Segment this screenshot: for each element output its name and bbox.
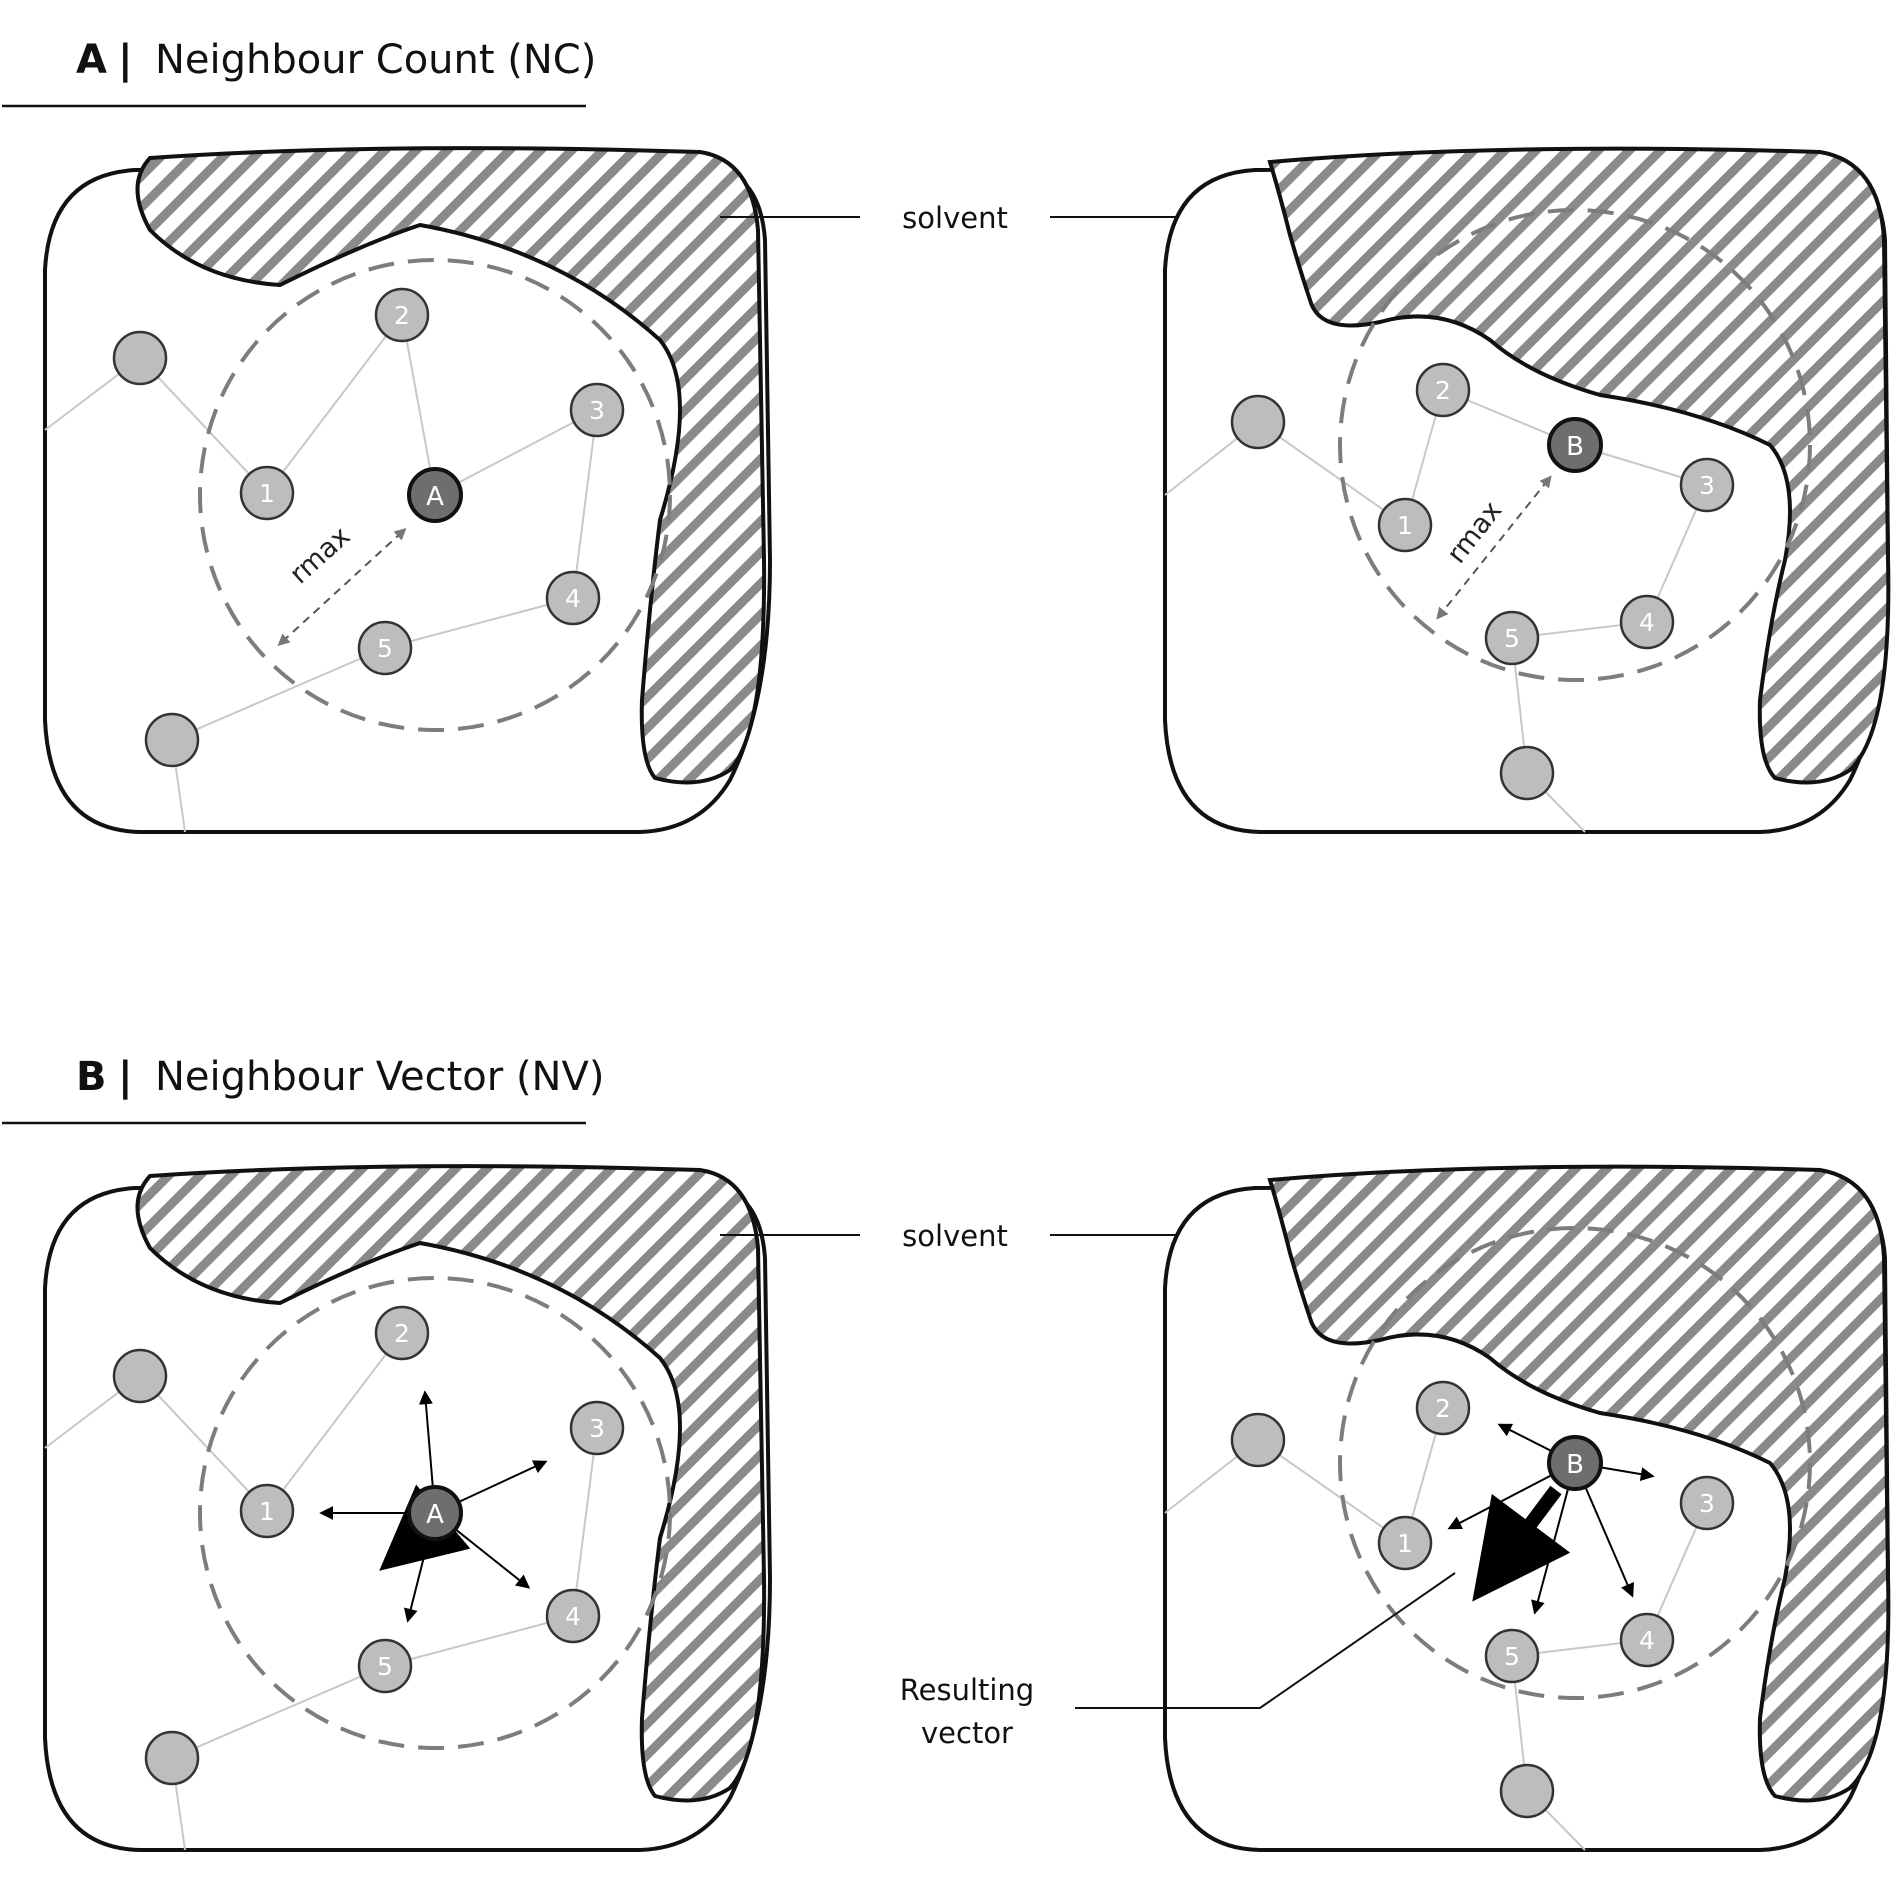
neighbour-atom-3: 3	[569, 382, 625, 438]
neighbour-atom-3: 3	[1679, 1475, 1735, 1531]
neighbour-atom-5: 5	[357, 620, 413, 676]
rmax-sphere	[1338, 1226, 1812, 1700]
svg-text:3: 3	[589, 1414, 605, 1443]
neighbour-atom-4: 4	[545, 1588, 601, 1644]
panel-b-header: B | Neighbour Vector (NV)	[2, 1054, 604, 1125]
svg-text:3: 3	[1699, 1489, 1715, 1518]
center-atom-b: B	[1547, 1435, 1603, 1491]
panel-b-solvent-callout: solvent	[720, 1219, 1380, 1253]
panel-a-left-protein: rmax 1 2 3 4 5 A	[43, 146, 773, 834]
svg-text:B: B	[1566, 1450, 1584, 1480]
panel-b-title: Neighbour Vector (NV)	[155, 1054, 604, 1100]
svg-text:5: 5	[1504, 1642, 1520, 1671]
center-atom-a: A	[407, 1485, 463, 1541]
panel-a-title: Neighbour Count (NC)	[155, 37, 596, 83]
neighbour-atom-4: 4	[1619, 594, 1675, 650]
neighbour-atom-4: 4	[1619, 1612, 1675, 1668]
neighbour-atom-2: 2	[1415, 1380, 1471, 1436]
neighbour-atom-2: 2	[374, 1305, 430, 1361]
outer-atom	[1499, 745, 1555, 801]
panel-b-separator: |	[118, 1054, 133, 1101]
solvent-region	[135, 146, 767, 785]
outer-atom	[1230, 1412, 1286, 1468]
resulting-vector	[379, 1484, 471, 1571]
svg-text:A: A	[426, 1500, 444, 1530]
neighbour-atom-1: 1	[239, 465, 295, 521]
solvent-label: solvent	[902, 201, 1008, 235]
resulting-vector-label-line1: Resulting	[900, 1673, 1034, 1707]
neighbour-atom-4: 4	[545, 570, 601, 626]
neighbour-atom-5: 5	[357, 1638, 413, 1694]
neighbour-atom-3: 3	[569, 1400, 625, 1456]
resulting-vector-label-line2: vector	[921, 1716, 1013, 1750]
panel-a-right-protein: rmax 1 2 3 4 5 B	[1163, 146, 1891, 834]
svg-text:1: 1	[259, 1497, 275, 1526]
solvent-label: solvent	[902, 1219, 1008, 1253]
neighbour-atom-5: 5	[1484, 1628, 1540, 1684]
rmax-arrow	[1436, 475, 1552, 620]
rmax-sphere	[1338, 208, 1812, 682]
svg-text:5: 5	[1504, 624, 1520, 653]
outer-atom	[144, 712, 200, 768]
solvent-region	[1267, 1164, 1891, 1803]
panel-b-letter: B	[76, 1054, 107, 1100]
svg-text:3: 3	[1699, 471, 1715, 500]
svg-text:3: 3	[589, 396, 605, 425]
rmax-sphere	[198, 1276, 672, 1750]
neighbour-atom-5: 5	[1484, 610, 1540, 666]
panel-b-left-protein: 1 2 3 4 5 A	[43, 1164, 773, 1852]
outer-atom	[144, 1730, 200, 1786]
center-atom-b: B	[1547, 417, 1603, 473]
svg-text:5: 5	[377, 1652, 393, 1681]
panel-a-letter: A	[76, 37, 107, 83]
center-atom-a: A	[407, 467, 463, 523]
outer-atom	[112, 1348, 168, 1404]
outer-atom	[1230, 394, 1286, 450]
panel-a-header: A | Neighbour Count (NC)	[2, 37, 596, 108]
svg-text:2: 2	[1435, 1394, 1451, 1423]
svg-text:2: 2	[394, 1319, 410, 1348]
svg-text:4: 4	[565, 584, 581, 613]
neighbour-atom-1: 1	[1377, 497, 1433, 553]
svg-text:4: 4	[1639, 608, 1655, 637]
solvent-region	[135, 1164, 767, 1803]
neighbour-atom-3: 3	[1679, 457, 1735, 513]
svg-text:1: 1	[1397, 511, 1413, 540]
svg-text:A: A	[426, 482, 444, 512]
neighbour-atom-2: 2	[1415, 362, 1471, 418]
resulting-vector	[1472, 1485, 1571, 1602]
rmax-sphere	[198, 258, 672, 732]
svg-text:1: 1	[1397, 1529, 1413, 1558]
outer-atom	[112, 330, 168, 386]
neighbour-atom-2: 2	[374, 287, 430, 343]
svg-text:4: 4	[1639, 1626, 1655, 1655]
svg-text:2: 2	[394, 301, 410, 330]
neighbour-atom-1: 1	[239, 1483, 295, 1539]
neighbour-atom-1: 1	[1377, 1515, 1433, 1571]
outer-atom	[1499, 1763, 1555, 1819]
svg-text:B: B	[1566, 432, 1584, 462]
svg-text:2: 2	[1435, 376, 1451, 405]
solvent-region	[1267, 146, 1891, 785]
resulting-vector-callout: Resulting vector	[900, 1572, 1456, 1750]
panel-b-right-protein: 1 2 3 4 5 B	[1163, 1164, 1891, 1852]
svg-text:5: 5	[377, 634, 393, 663]
svg-text:4: 4	[565, 1602, 581, 1631]
panel-a-separator: |	[118, 37, 133, 84]
svg-text:1: 1	[259, 479, 275, 508]
